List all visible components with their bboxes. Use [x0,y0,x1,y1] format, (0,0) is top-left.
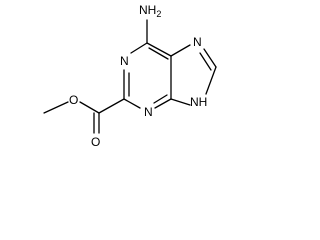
bond-c-oester [79,101,100,114]
atom-o-carbonyl: O [91,135,100,149]
bond-layer [43,19,217,134]
bond-c8-n9 [205,66,217,95]
atom-amine: NH2 [139,3,161,19]
bond-c6-c5 [146,42,172,57]
atom-label-layer: NH2 N N N NH O O [69,3,207,149]
structure-diagram: NH2 N N N NH O O [43,3,217,149]
bond-c6-c5-inner [148,47,169,60]
bond-c4-n3-inner [153,94,168,104]
bond-n3-c2 [123,98,141,109]
atom-n1: N [120,54,129,68]
bond-n7-c8 [203,48,217,68]
bond-c4-n3 [154,98,172,109]
bond-oester-ch3 [43,101,69,114]
bond-n9-c4 [170,98,191,106]
bond-c5-n7 [170,44,191,57]
atom-n7: N [193,35,202,49]
bond-n1-c6 [130,42,148,54]
atom-n3: N [144,105,153,119]
atom-n9: NH [190,95,207,109]
bond-c2-cester [98,98,125,114]
bond-n7-c8-inner [199,52,212,71]
atom-o-ester: O [69,93,78,107]
